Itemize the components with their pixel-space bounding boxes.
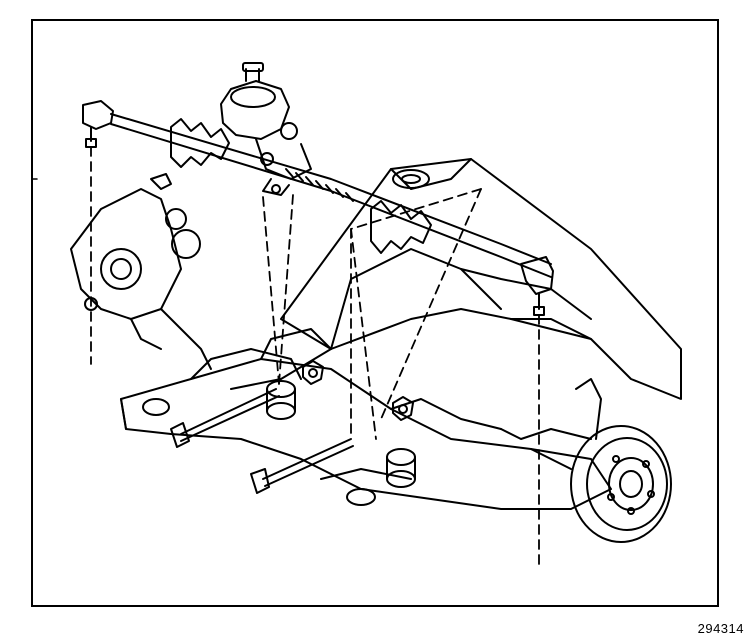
mount-bolt-left <box>170 388 280 448</box>
diagram-frame <box>31 19 719 607</box>
right-hub-rotor <box>530 378 672 543</box>
mount-bushing-left <box>266 380 296 420</box>
mount-bolt-right <box>250 438 354 494</box>
figure-id-label: 294314 <box>697 621 744 636</box>
steering-rack-illustration <box>32 62 682 565</box>
subframe <box>120 328 612 510</box>
mount-nut-right <box>392 396 414 421</box>
crossmember <box>230 158 682 400</box>
left-knuckle <box>70 173 212 370</box>
assembly-guide-lines <box>90 146 540 565</box>
mount-nut-left <box>302 360 324 385</box>
mount-bushing-right <box>386 448 416 488</box>
steering-rack <box>82 62 554 316</box>
